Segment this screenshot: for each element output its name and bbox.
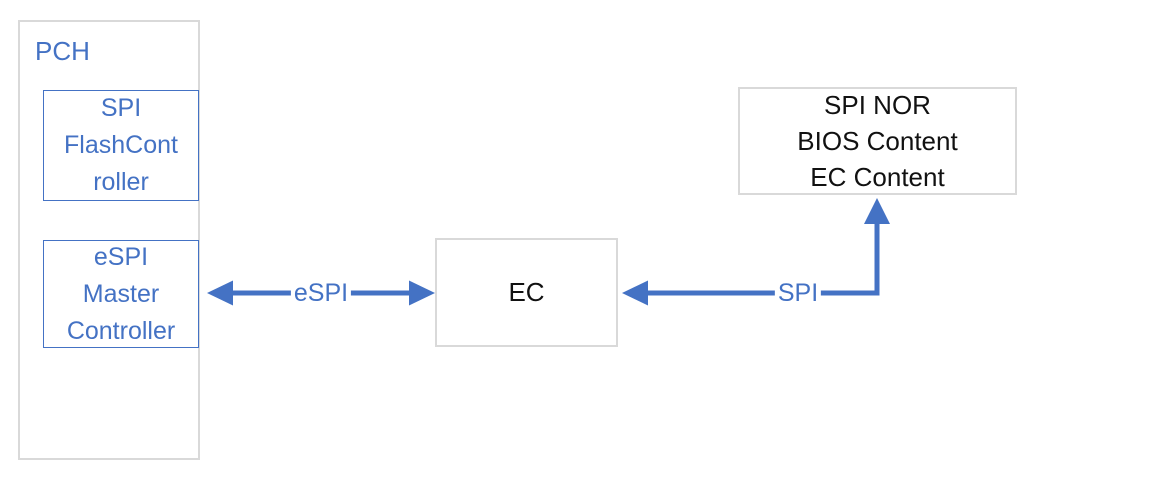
spi-flash-controller-line: roller xyxy=(93,168,149,196)
spi-nor-box: SPI NOR BIOS Content EC Content xyxy=(738,87,1017,195)
spi-nor-line: EC Content xyxy=(810,162,945,192)
espi-master-controller-box: eSPI Master Controller xyxy=(43,240,199,348)
spi-flash-controller-line: FlashCont xyxy=(64,131,178,159)
spi-nor-line: BIOS Content xyxy=(797,126,958,156)
spi-connector xyxy=(622,198,890,306)
espi-master-controller-line: Controller xyxy=(66,316,176,345)
spi-connector-line xyxy=(644,221,880,296)
ec-label: EC xyxy=(508,277,545,308)
spi-flash-controller-box: SPI FlashCont roller xyxy=(43,90,199,201)
ec-box: EC xyxy=(435,238,618,347)
arrowhead-right-icon xyxy=(409,280,435,306)
arrowhead-up-icon xyxy=(864,198,890,224)
espi-master-controller-line: eSPI xyxy=(93,242,149,271)
spi-connection-label: SPI xyxy=(774,278,822,308)
espi-master-controller-line: Master xyxy=(82,279,160,308)
pch-label: PCH xyxy=(35,36,90,66)
spi-flash-controller-line: SPI xyxy=(100,94,142,122)
arrowhead-left-icon xyxy=(207,280,233,306)
spi-nor-line: SPI NOR xyxy=(824,90,931,120)
espi-connection-label: eSPI xyxy=(290,278,352,308)
arrowhead-left-icon xyxy=(622,280,648,306)
